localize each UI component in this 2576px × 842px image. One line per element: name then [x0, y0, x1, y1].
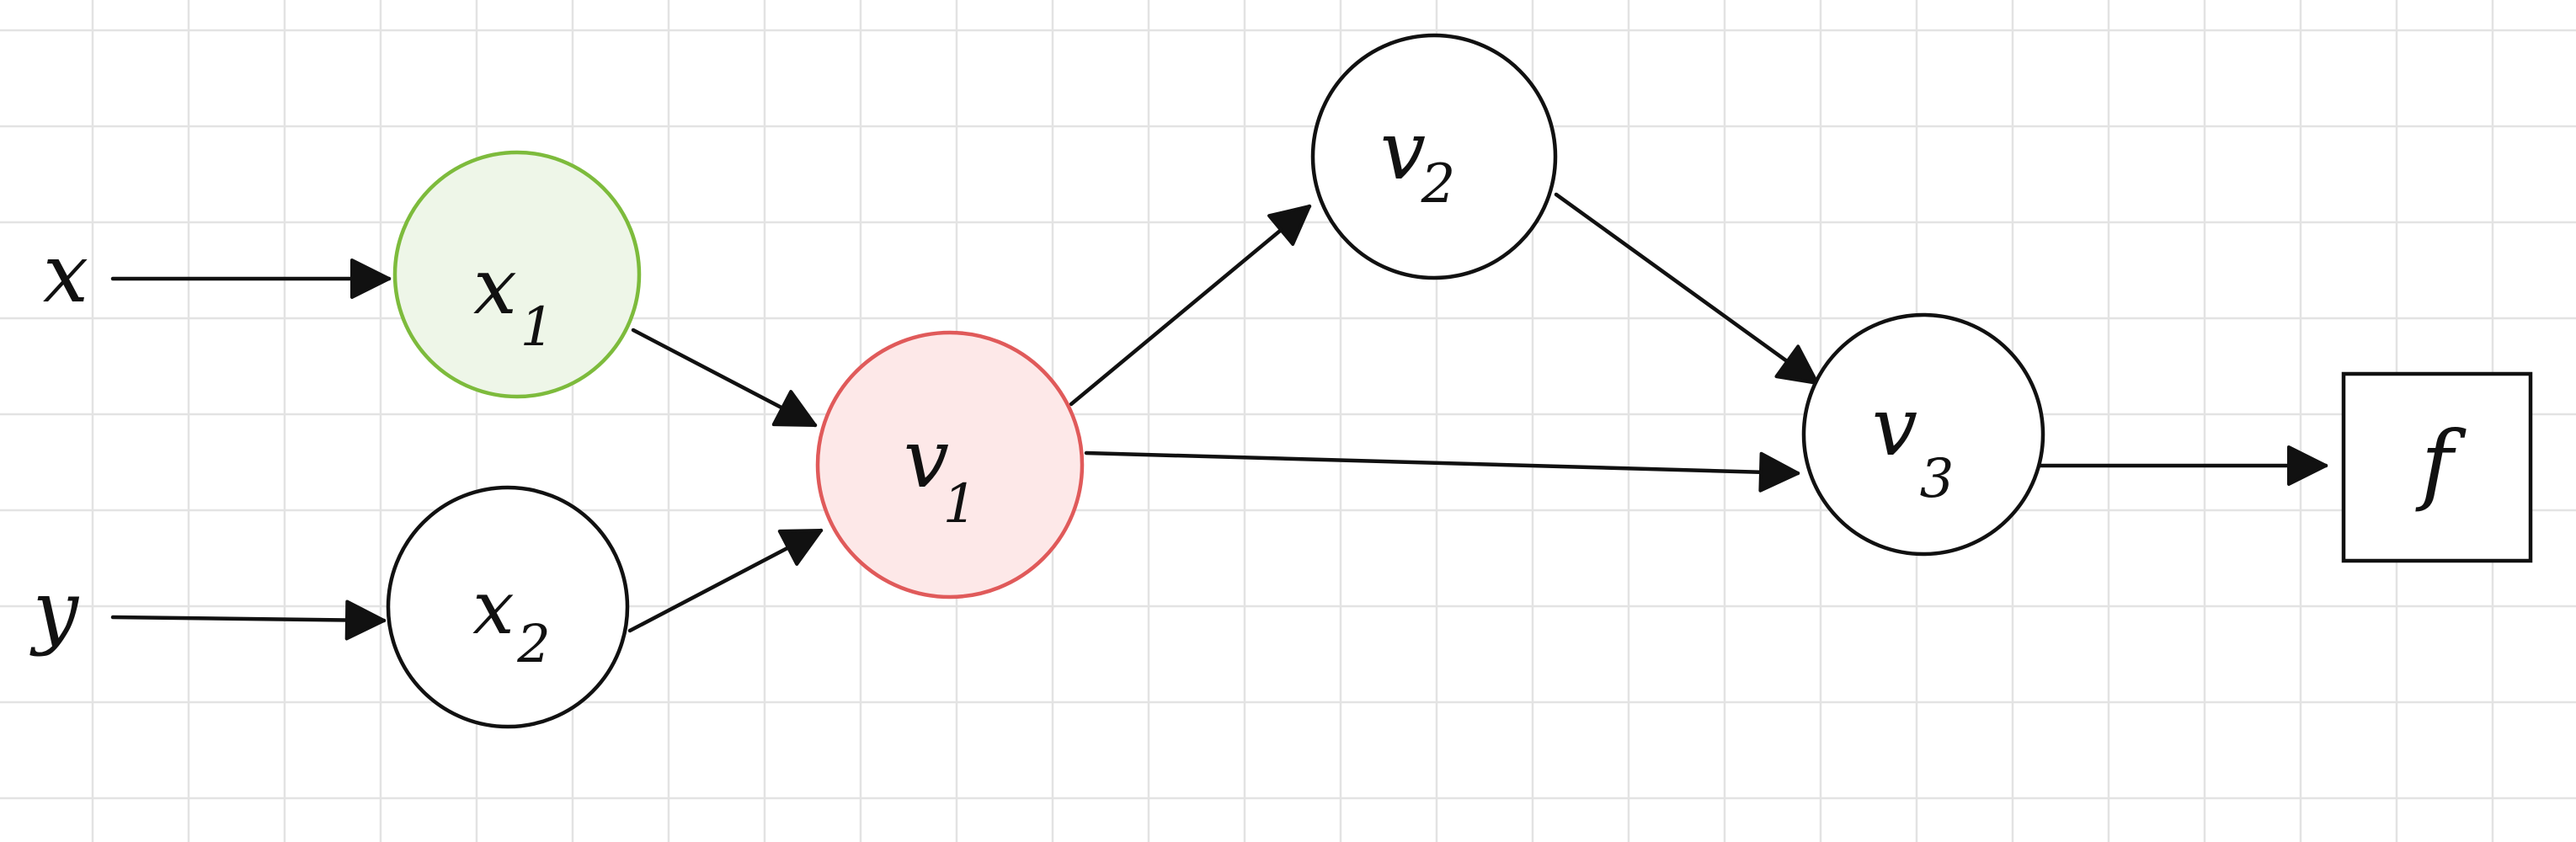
arrowhead-x1-v1	[771, 390, 817, 427]
input-label-y: y	[29, 563, 80, 658]
node-v2-circle	[1310, 33, 1558, 280]
arrowhead-x-x1	[350, 258, 391, 299]
arrowhead-v3-f	[2287, 445, 2328, 486]
arrowhead-y-x2	[344, 600, 386, 641]
node-v1-label: v	[904, 412, 949, 506]
node-x1-subscript: 1	[520, 296, 555, 359]
node-v1-subscript: 1	[943, 473, 978, 536]
node-v3-subscript: 3	[1920, 448, 1955, 510]
node-x1: x 1	[392, 150, 642, 399]
output-f-box	[2341, 371, 2533, 563]
node-v3-circle	[1801, 312, 2045, 557]
node-v2: v 2	[1310, 33, 1558, 280]
node-x2-subscript: 2	[516, 613, 550, 674]
output-f: f	[2341, 371, 2533, 563]
node-x1-circle	[392, 150, 642, 399]
node-v1-circle	[815, 330, 1085, 600]
edge-v2-v3	[1554, 192, 1820, 386]
node-x2-label: x	[472, 564, 515, 651]
arrowhead-v2-v3	[1774, 344, 1819, 385]
edge-v1-v2	[1069, 204, 1312, 407]
edge-v1-v3	[1084, 450, 1800, 476]
arrowhead-v1-v3	[1758, 451, 1800, 493]
node-v1: v 1	[815, 330, 1085, 600]
edge-y-x2	[110, 615, 387, 623]
node-v3-label: v	[1872, 380, 1917, 474]
input-label-x: x	[43, 226, 88, 321]
node-v2-subscript: 2	[1421, 153, 1456, 216]
node-x2: x 2	[386, 485, 630, 729]
node-x1-label: x	[473, 242, 517, 332]
edges	[110, 192, 2328, 641]
arrowhead-x2-v1	[777, 529, 823, 566]
node-v2-label: v	[1380, 104, 1426, 198]
node-v3: v 3	[1801, 312, 2045, 557]
node-x2-circle	[386, 485, 630, 729]
arrowhead-v1-v2	[1267, 205, 1311, 246]
